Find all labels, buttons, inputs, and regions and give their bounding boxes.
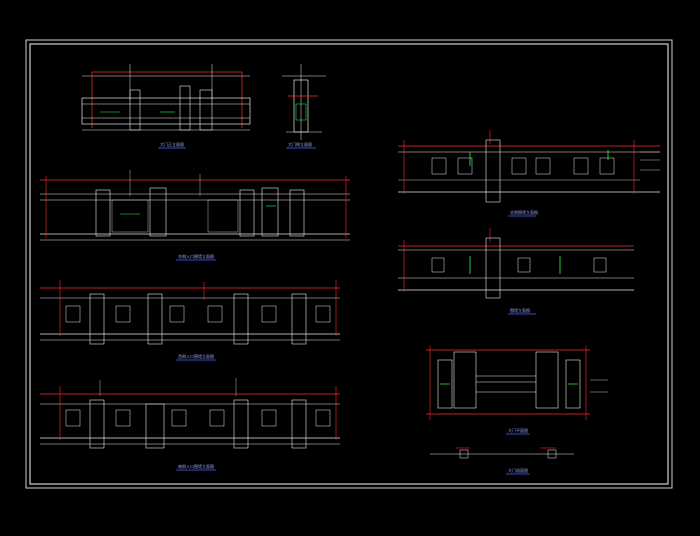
south-wall-elevation bbox=[40, 378, 340, 449]
view-title-south-wall: 南侧入口围墙立面图 bbox=[178, 463, 214, 469]
view-title-north-wall: 北侧围墙立面图 bbox=[510, 209, 538, 215]
gate-plan bbox=[426, 346, 608, 420]
view-title-gate-side: 大门侧立面图 bbox=[288, 141, 312, 147]
view-title-gate-section: 大门剖面图 bbox=[508, 467, 528, 473]
gate-front-elevation bbox=[81, 64, 251, 131]
gate-side-elevation bbox=[282, 64, 326, 140]
gate-section bbox=[430, 447, 574, 459]
view-title-east-wall: 东侧入口围墙立面图 bbox=[178, 253, 214, 259]
view-title-west-wall: 西侧入口围墙立面图 bbox=[178, 353, 214, 359]
wall-elevation bbox=[398, 228, 634, 299]
view-title-wall: 围墙立面图 bbox=[510, 307, 530, 313]
north-wall-elevation bbox=[398, 130, 660, 203]
view-title-gate-plan: 大门平面图 bbox=[508, 427, 528, 433]
west-wall-elevation bbox=[40, 280, 340, 345]
inner-frame bbox=[29, 43, 669, 485]
east-wall-elevation bbox=[40, 170, 350, 241]
outer-frame bbox=[25, 39, 673, 489]
view-title-gate-front: 大门正立面图 bbox=[160, 141, 184, 147]
